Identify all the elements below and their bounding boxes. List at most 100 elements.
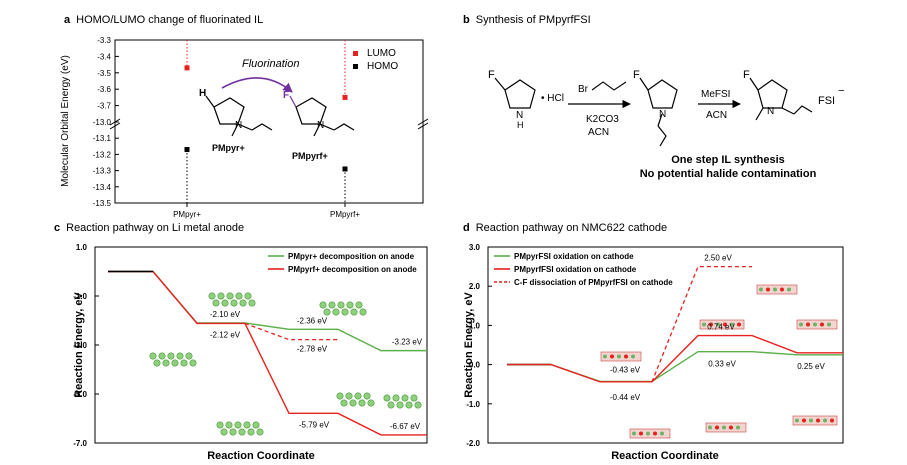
- nmc-atom: [795, 418, 799, 423]
- ytick-label: 2.0: [469, 282, 481, 291]
- nmc-atom: [787, 287, 791, 292]
- c-energy-label: -2.10 eV: [210, 310, 241, 319]
- intermediate-n-atom: N: [659, 109, 666, 120]
- li-atom: [336, 392, 344, 400]
- nmc-atom: [610, 354, 614, 359]
- nmc-atom: [736, 425, 740, 430]
- li-atom: [363, 392, 371, 400]
- reagent-mefsi: MeFSI: [701, 89, 730, 100]
- li-atom: [350, 308, 358, 316]
- ytick-label: -7.0: [73, 439, 87, 448]
- li-atom: [349, 399, 357, 407]
- nmc-atom: [813, 322, 817, 327]
- d-energy-label: -0.44 eV: [610, 393, 641, 402]
- a-ytick-label: -13.4: [93, 183, 112, 192]
- nmc-atom: [773, 287, 777, 292]
- li-atom: [410, 394, 418, 402]
- li-atom: [354, 392, 362, 400]
- li-atom: [225, 421, 233, 429]
- li-atom: [414, 401, 422, 409]
- li-atom: [238, 428, 246, 436]
- panel-d-ylabel: Reaction Energy, eV: [463, 292, 475, 398]
- a-xtick-label: PMpyr+: [173, 210, 201, 219]
- pmpyrf-n-atom: N: [317, 120, 324, 131]
- nmc-slab: [699, 319, 745, 330]
- a-point-lumo: [342, 94, 348, 100]
- nmc-atom: [737, 322, 741, 327]
- reactant-n-atom: N: [516, 110, 523, 121]
- reagent-k2co3: K2CO3: [586, 114, 619, 125]
- a-ytick-label: -13.1: [93, 134, 112, 143]
- panel-a-ticks: -3.3-3.4-3.5-3.6-3.7-13.0-13.1-13.2-13.3…: [93, 36, 429, 219]
- a-ytick-label: -13.0: [93, 118, 112, 127]
- nmc-atom: [823, 418, 827, 423]
- d-energy-label: 0.74 eV: [707, 323, 735, 332]
- li-atom: [208, 292, 216, 300]
- li-atom: [387, 401, 395, 409]
- li-atom: [234, 421, 242, 429]
- nmc-atom: [820, 322, 824, 327]
- ytick-label: 1.0: [76, 243, 88, 252]
- nmc-slab: [792, 415, 838, 426]
- nmc-atom: [806, 322, 810, 327]
- li-atom: [185, 352, 193, 360]
- pyrrolidine-reactant: [494, 77, 536, 109]
- panel-c-ticks: 1.0-1.0-3.0-5.0-7.0: [73, 243, 99, 448]
- li-atom: [167, 352, 175, 360]
- panel-c-li-slabs: [149, 292, 422, 436]
- panel-d-ticks: 3.02.01.00.0-1.0-2.0: [466, 243, 492, 448]
- li-atom: [162, 359, 170, 367]
- panel-b-letter: b: [463, 14, 470, 26]
- li-atom: [217, 292, 225, 300]
- li-atom: [235, 292, 243, 300]
- li-atom: [405, 401, 413, 409]
- pmpyr-label: PMpyr+: [212, 143, 245, 153]
- pmpyrf-label: PMpyrf+: [292, 151, 328, 161]
- a-ytick-label: -3.4: [97, 52, 111, 61]
- li-atom: [189, 359, 197, 367]
- d-legend-label: PMpyrFSI oxidation on cathode: [514, 252, 634, 261]
- nmc-atom: [603, 354, 607, 359]
- panel-c-chart: Reaction Energy, eV Reaction Coordinate …: [73, 243, 428, 462]
- li-atom: [319, 301, 327, 309]
- synthesis-note-1: One step IL synthesis: [671, 154, 785, 166]
- ytick-label: 3.0: [469, 243, 481, 252]
- nmc-atom: [830, 418, 834, 423]
- li-atom: [229, 428, 237, 436]
- pmpyr-h-atom: H: [199, 88, 206, 99]
- intermediate-molecule: [639, 77, 678, 147]
- nmc-atom: [780, 287, 784, 292]
- ytick-label: 0.0: [469, 361, 481, 370]
- li-atom: [383, 394, 391, 402]
- li-atom: [367, 399, 375, 407]
- d-energy-label: -0.43 eV: [610, 365, 641, 374]
- ytick-label: -3.0: [73, 341, 87, 350]
- reactant-h-atom: H: [517, 120, 524, 130]
- c-energy-label: -5.79 eV: [299, 420, 330, 429]
- nmc-atom: [631, 354, 635, 359]
- nmc-atom: [660, 431, 664, 436]
- a-xtick-label: PMpyrf+: [330, 210, 360, 219]
- panel-b-scheme: F N H • HCl Br K2CO3 ACN F N MeFSI ACN F…: [488, 69, 844, 180]
- pmpyr-n-atom: N: [235, 120, 242, 131]
- ytick-label: -2.0: [466, 439, 480, 448]
- panel-d-chart: Reaction Energy, eV Reaction Coordinate …: [463, 243, 844, 462]
- fsi-charge: −: [838, 85, 844, 97]
- nmc-atom: [766, 287, 770, 292]
- nmc-atom: [709, 322, 713, 327]
- nmc-atom: [809, 418, 813, 423]
- fsi-anion: FSI: [818, 95, 835, 107]
- nmc-atom: [708, 425, 712, 430]
- c-energy-label: -2.12 eV: [210, 330, 241, 339]
- li-atom: [153, 359, 161, 367]
- a-point-lumo: [184, 65, 190, 71]
- d-legend-label: PMpyrfFSI oxidation on cathode: [514, 265, 637, 274]
- li-atom: [252, 421, 260, 429]
- li-atom: [248, 299, 256, 307]
